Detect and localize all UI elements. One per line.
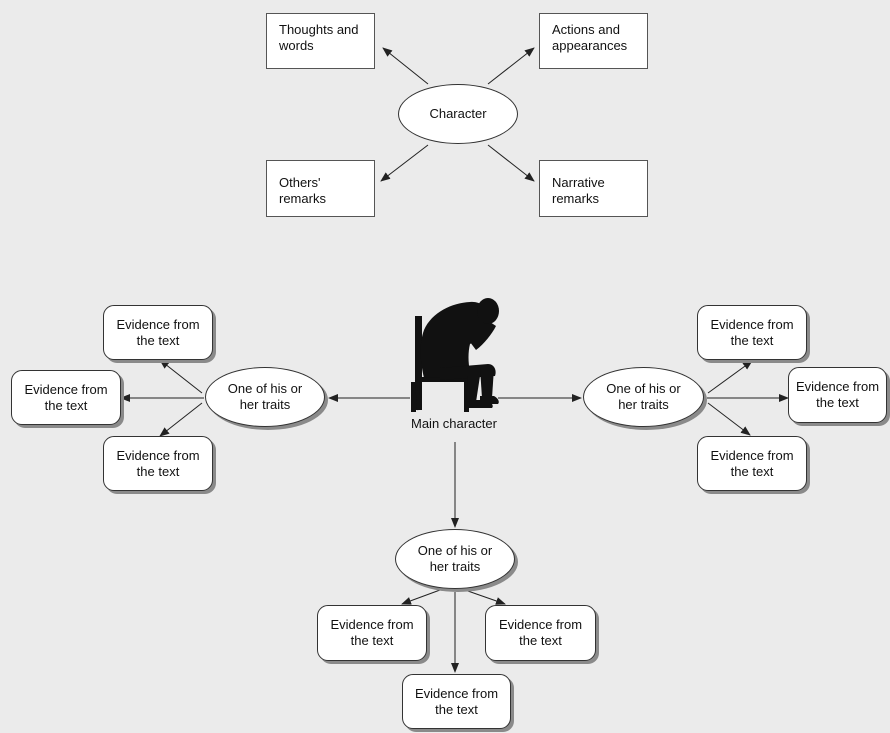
left-bottom-evidence-box: Evidence from the text — [103, 436, 213, 491]
left-top-evidence-box: Evidence from the text — [103, 305, 213, 360]
arrow-left-bottom-evidence — [159, 402, 203, 437]
arrow-right-bottom-evidence — [707, 402, 751, 436]
narrative-remarks-label: Narrative remarks — [552, 175, 605, 206]
thoughts-and-words-label: Thoughts and words — [279, 22, 359, 53]
main-character-label: Main character — [411, 416, 497, 431]
actions-and-appearances-box: Actions and appearances — [539, 13, 648, 69]
character-ellipse: Character — [398, 84, 518, 144]
left-middle-evidence-label: Evidence from the text — [24, 381, 108, 413]
right-middle-evidence-box: Evidence from the text — [788, 367, 887, 423]
arrow-to-others — [380, 144, 429, 182]
bottom-left-evidence-label: Evidence from the text — [330, 617, 414, 648]
arrow-to-narrative — [487, 144, 535, 182]
bottom-trait-label: One of his or her traits — [417, 543, 493, 574]
character-label: Character — [429, 106, 487, 121]
thoughts-and-words-box: Thoughts and words — [266, 13, 375, 69]
arrow-left-top-evidence — [159, 359, 203, 394]
arrow-to-actions — [487, 47, 535, 85]
right-trait-label: One of his or her traits — [606, 381, 681, 412]
right-bottom-evidence-label: Evidence from the text — [710, 447, 794, 479]
bottom-trait-ellipse: One of his or her traits — [395, 529, 515, 589]
bottom-middle-evidence-box: Evidence from the text — [402, 674, 511, 729]
right-top-evidence-label: Evidence from the text — [710, 316, 794, 348]
right-trait-ellipse: One of his or her traits — [583, 367, 704, 427]
right-middle-evidence-label: Evidence from the text — [795, 379, 880, 410]
left-top-evidence-label: Evidence from the text — [116, 316, 200, 348]
bottom-middle-evidence-label: Evidence from the text — [414, 685, 499, 717]
left-trait-ellipse: One of his or her traits — [205, 367, 325, 427]
bottom-right-evidence-box: Evidence from the text — [485, 605, 596, 661]
right-top-evidence-box: Evidence from the text — [697, 305, 807, 360]
arrow-to-thoughts — [382, 47, 429, 85]
bottom-left-evidence-box: Evidence from the text — [317, 605, 427, 661]
arrow-bottom-left-evidence — [401, 589, 441, 605]
left-middle-evidence-box: Evidence from the text — [11, 370, 121, 425]
arrow-bottom-right-evidence — [464, 589, 506, 605]
arrow-right-top-evidence — [707, 360, 753, 394]
left-bottom-evidence-label: Evidence from the text — [116, 447, 200, 479]
actions-and-appearances-label: Actions and appearances — [552, 22, 628, 53]
narrative-remarks-box: Narrative remarks — [539, 160, 648, 217]
others-remarks-box: Others' remarks — [266, 160, 375, 217]
others-remarks-label: Others' remarks — [279, 175, 326, 206]
right-bottom-evidence-box: Evidence from the text — [697, 436, 807, 491]
left-trait-label: One of his or her traits — [227, 381, 303, 412]
bottom-right-evidence-label: Evidence from the text — [498, 617, 583, 648]
